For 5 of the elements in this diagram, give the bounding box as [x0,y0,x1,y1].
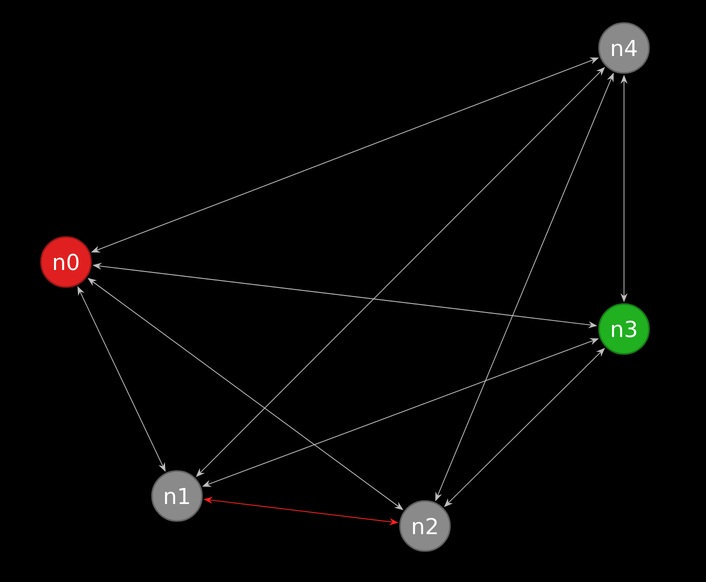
node-ball: n0 [40,236,92,288]
node-ball: n1 [151,470,203,522]
node-ball: n4 [598,22,650,74]
node-ball: n3 [598,303,650,355]
node-ball: n2 [399,500,451,552]
